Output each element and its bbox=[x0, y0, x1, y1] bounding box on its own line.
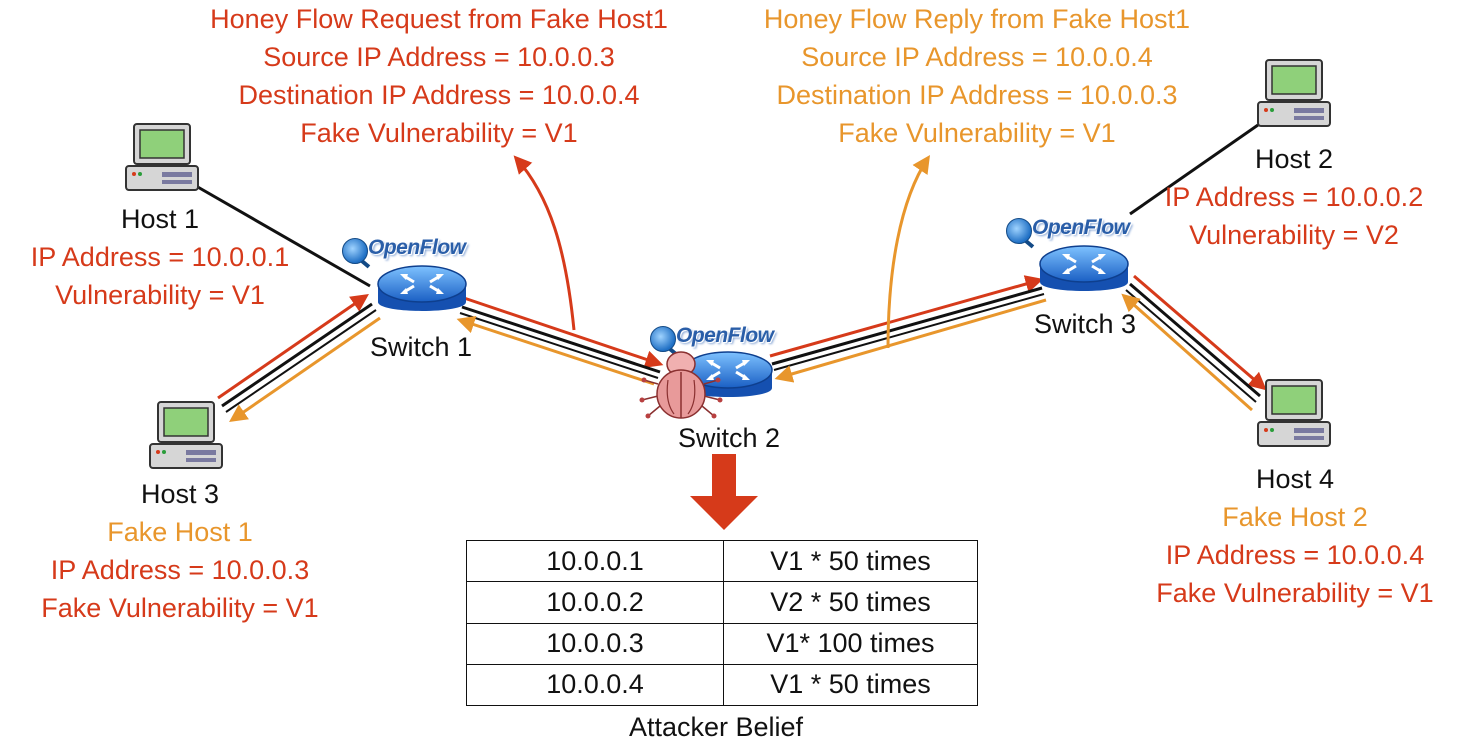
host2-label: Host 2 IP Address = 10.0.0.2 Vulnerabili… bbox=[1134, 140, 1454, 254]
switch3-label: Switch 3 bbox=[1033, 309, 1137, 339]
switch1-icon bbox=[377, 265, 467, 311]
switch2-icon bbox=[683, 351, 773, 397]
reply-destination: Destination IP Address = 10.0.0.3 bbox=[776, 80, 1178, 110]
host3-vulnerability: Fake Vulnerability = V1 bbox=[41, 593, 319, 623]
request-title: Honey Flow Request from Fake Host1 bbox=[210, 4, 668, 34]
host4-label: Host 4 Fake Host 2 IP Address = 10.0.0.4… bbox=[1130, 460, 1460, 612]
reply-source: Source IP Address = 10.0.0.4 bbox=[801, 42, 1153, 72]
reply-callout-arrow bbox=[886, 155, 930, 349]
link-host2-switch3 bbox=[1129, 123, 1259, 216]
request-destination: Destination IP Address = 10.0.0.4 bbox=[238, 80, 640, 110]
openflow-logo-text: OpenFlow bbox=[1032, 216, 1130, 239]
attacker-bug-icon bbox=[639, 351, 723, 419]
request-callout-arrow bbox=[513, 155, 576, 331]
request-arrow-switch2-switch3 bbox=[769, 275, 1044, 358]
link-switch2-switch3-b bbox=[773, 293, 1045, 371]
reply-vulnerability: Fake Vulnerability = V1 bbox=[838, 118, 1116, 148]
belief-ip-cell: 10.0.0.4 bbox=[466, 663, 724, 707]
openflow-logo-text: OpenFlow bbox=[368, 236, 466, 259]
host1-computer-icon bbox=[125, 123, 199, 191]
request-source: Source IP Address = 10.0.0.3 bbox=[263, 42, 615, 72]
request-vulnerability: Fake Vulnerability = V1 bbox=[300, 118, 578, 148]
host2-computer-icon bbox=[1257, 59, 1331, 127]
host1-ip: IP Address = 10.0.0.1 bbox=[30, 242, 290, 272]
belief-count-cell: V1 * 50 times bbox=[723, 663, 978, 707]
attacker-belief-table: 10.0.0.1 V1 * 50 times 10.0.0.2 V2 * 50 … bbox=[466, 539, 978, 707]
belief-ip-cell: 10.0.0.2 bbox=[466, 581, 724, 624]
host4-role: Fake Host 2 bbox=[1222, 502, 1368, 532]
belief-count-cell: V2 * 50 times bbox=[723, 581, 978, 624]
openflow-logo-text: OpenFlow bbox=[676, 324, 774, 347]
host4-computer-icon bbox=[1257, 379, 1331, 447]
link-host3-switch1 bbox=[221, 302, 373, 408]
belief-count-cell: V1 * 50 times bbox=[723, 539, 978, 583]
request-arrow-switch1-switch2 bbox=[463, 296, 664, 368]
link-switch2-switch3 bbox=[771, 286, 1043, 366]
honey-request-label: Honey Flow Request from Fake Host1 Sourc… bbox=[166, 0, 712, 152]
host2-name: Host 2 bbox=[1254, 144, 1334, 174]
table-row: 10.0.0.3 V1* 100 times bbox=[466, 622, 978, 665]
link-switch3-host4-b bbox=[1125, 289, 1257, 403]
table-row: 10.0.0.2 V2 * 50 times bbox=[466, 581, 978, 624]
host2-vulnerability: Vulnerability = V2 bbox=[1189, 220, 1399, 250]
link-switch3-host4 bbox=[1129, 282, 1261, 398]
openflow-icon bbox=[650, 326, 676, 352]
host3-role: Fake Host 1 bbox=[107, 517, 253, 547]
request-arrow-switch3-host4 bbox=[1133, 274, 1267, 391]
host1-name: Host 1 bbox=[120, 204, 200, 234]
table-row: 10.0.0.4 V1 * 50 times bbox=[466, 663, 978, 707]
honey-reply-label: Honey Flow Reply from Fake Host1 Source … bbox=[722, 0, 1232, 152]
switch2-label: Switch 2 bbox=[677, 423, 781, 453]
link-host3-switch1-b bbox=[225, 309, 377, 413]
host1-vulnerability: Vulnerability = V1 bbox=[55, 280, 265, 310]
attacker-belief-caption: Attacker Belief bbox=[628, 712, 804, 742]
reply-arrow-switch3-switch2 bbox=[774, 298, 1047, 383]
down-arrow-icon bbox=[690, 454, 758, 530]
table-row: 10.0.0.1 V1 * 50 times bbox=[466, 539, 978, 583]
host4-name: Host 4 bbox=[1255, 464, 1335, 494]
host4-vulnerability: Fake Vulnerability = V1 bbox=[1156, 578, 1434, 608]
belief-ip-cell: 10.0.0.3 bbox=[466, 622, 724, 665]
request-arrow-host3-switch1 bbox=[217, 293, 369, 400]
belief-count-cell: V1* 100 times bbox=[723, 622, 978, 665]
openflow-icon bbox=[342, 238, 368, 264]
switch1-label: Switch 1 bbox=[369, 332, 473, 362]
switch3-icon bbox=[1039, 245, 1129, 291]
reply-arrow-host4-switch3 bbox=[1121, 293, 1253, 412]
host3-name: Host 3 bbox=[140, 479, 220, 509]
link-host1-switch1 bbox=[195, 184, 371, 288]
host3-computer-icon bbox=[149, 401, 223, 469]
reply-arrow-switch2-switch1 bbox=[456, 315, 655, 386]
reply-title: Honey Flow Reply from Fake Host1 bbox=[763, 4, 1191, 34]
belief-ip-cell: 10.0.0.1 bbox=[466, 539, 724, 583]
reply-arrow-switch1-host3 bbox=[229, 316, 381, 423]
host1-label: Host 1 IP Address = 10.0.0.1 Vulnerabili… bbox=[0, 200, 320, 314]
openflow-logo-switch2: OpenFlow bbox=[650, 324, 780, 354]
openflow-icon bbox=[1006, 218, 1032, 244]
openflow-logo-switch1: OpenFlow bbox=[342, 236, 472, 266]
host3-ip: IP Address = 10.0.0.3 bbox=[50, 555, 310, 585]
host4-ip: IP Address = 10.0.0.4 bbox=[1165, 540, 1425, 570]
openflow-logo-switch3: OpenFlow bbox=[1006, 216, 1136, 246]
host2-ip: IP Address = 10.0.0.2 bbox=[1164, 182, 1424, 212]
host3-label: Host 3 Fake Host 1 IP Address = 10.0.0.3… bbox=[10, 475, 350, 627]
link-switch1-switch2 bbox=[461, 305, 661, 374]
link-switch1-switch2-b bbox=[459, 312, 659, 379]
